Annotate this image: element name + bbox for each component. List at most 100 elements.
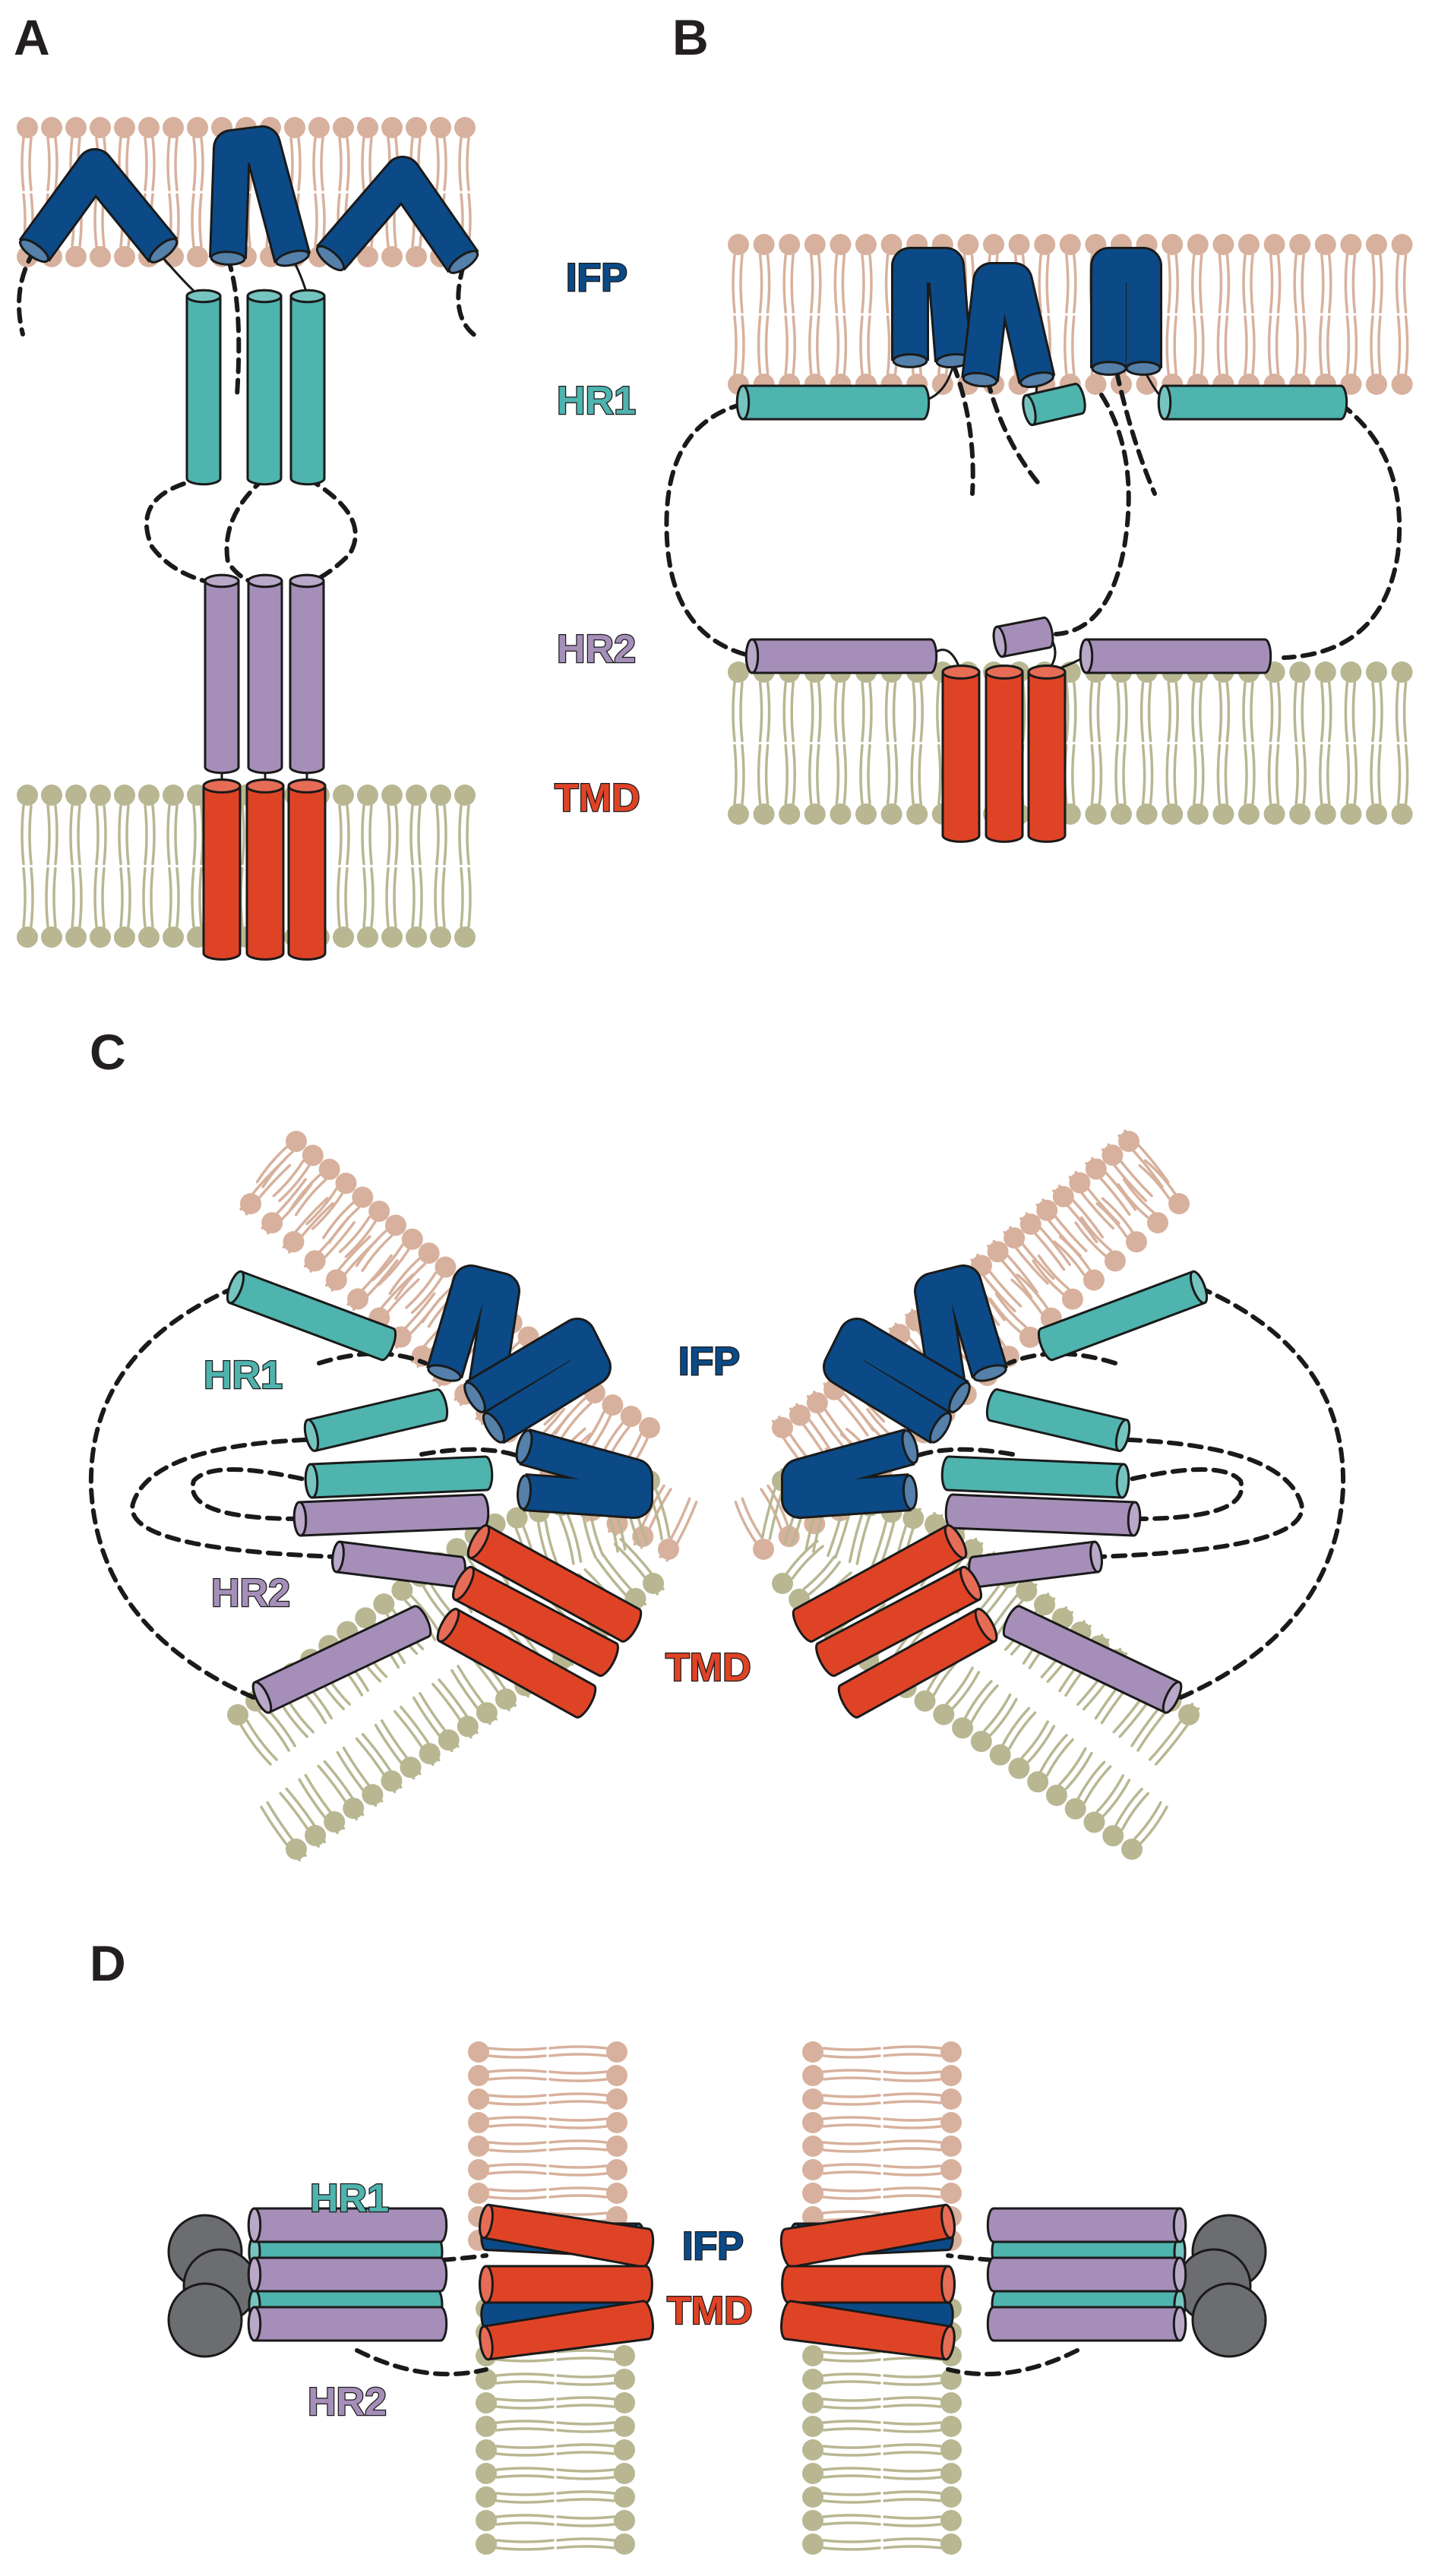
target-membrane-d-right-lipid-tail [822, 2188, 881, 2192]
target-outer-left-c-lipid-head [352, 1186, 374, 1208]
target-membrane-a-lipid-tail [314, 193, 318, 248]
target-membrane-b-lipid-head [1366, 374, 1387, 395]
target-outer-right-c-lipid-head [789, 1404, 811, 1426]
viral-membrane-d-left-lipid-tail [556, 2404, 615, 2408]
target-membrane-a-lipid-head [17, 117, 38, 138]
viral-membrane-d-left-lipid-head [614, 2510, 635, 2531]
target-membrane-a-lipid-head [90, 246, 111, 267]
viral-membrane-d-right-lipid-tail [883, 2490, 942, 2495]
target-membrane-b-lipid-head [728, 234, 749, 255]
target-membrane-b-lipid-tail [1199, 254, 1203, 314]
viral-membrane-b-lipid-tail [784, 743, 789, 805]
hr2-c-r-3 [1002, 1605, 1183, 1714]
target-membrane-b-lipid-tail [835, 315, 840, 375]
viral-membrane-b-lipid-head [728, 803, 749, 825]
viral-outer-left-c-lipid-head [286, 1839, 307, 1860]
target-membrane-a-lipid-head [406, 246, 427, 267]
viral-membrane-b-lipid-tail [1098, 743, 1103, 805]
target-membrane-d-left-lipid-tail [488, 2076, 547, 2081]
viral-inner-left-c-lipid-head [391, 1579, 413, 1601]
panel-label-a: A [14, 9, 50, 65]
target-membrane-b-lipid-tail [842, 315, 848, 375]
viral-membrane-b-lipid-tail [1199, 681, 1203, 743]
viral-membrane-d-left-lipid-head [614, 2463, 635, 2484]
viral-membrane-b-lipid-tail [1089, 681, 1094, 743]
hr1-hr2-inner-b [1054, 393, 1131, 636]
target-inner-right-c-lipid-tail [1010, 1278, 1043, 1315]
viral-membrane-a-lipid-head [430, 784, 451, 806]
viral-membrane-a-lipid-head [90, 784, 111, 806]
viral-outer-right-c-lipid-tail [1133, 1801, 1162, 1840]
target-membrane-b-lipid-tail [859, 315, 864, 375]
viral-membrane-d-right-lipid-tail [883, 2523, 942, 2527]
ifp-tail-b-3 [1114, 370, 1157, 496]
viral-membrane-b-lipid-head [1366, 803, 1387, 825]
viral-inner-right-c-lipid-head [1178, 1704, 1200, 1725]
target-membrane-d-right-lipid-tail [822, 2141, 881, 2145]
target-outer-left-c-lipid-tail [344, 1220, 377, 1258]
loop-c-r-3 [1094, 1437, 1304, 1559]
target-membrane-b-lipid-tail [741, 315, 745, 375]
viral-outer-left-c-lipid-head [476, 1702, 498, 1724]
viral-membrane-b-lipid-head [1289, 661, 1311, 683]
tmd-d-r-2 [781, 2265, 956, 2304]
viral-membrane-a-lipid-tail [409, 804, 414, 866]
hr2-a-1 [204, 573, 240, 775]
viral-outer-left-c-lipid-head [362, 1784, 384, 1806]
target-outer-right-c-lipid-head [806, 1392, 828, 1414]
viral-membrane-b-lipid-tail [867, 743, 871, 805]
target-membrane-a-lipid-tail [466, 137, 470, 191]
target-outer-left-c-lipid-head [435, 1256, 457, 1278]
viral-membrane-b-lipid-tail [739, 681, 744, 743]
viral-outer-right-c-lipid-tail [808, 1561, 841, 1596]
target-outer-left-c-lipid-tail [272, 1160, 305, 1198]
viral-membrane-d-right-lipid-head [802, 2416, 823, 2437]
viral-membrane-a-lipid-tail [69, 804, 74, 866]
globular-domains-left-d [167, 2214, 258, 2358]
viral-membrane-d-right-lipid-head [802, 2486, 823, 2508]
viral-membrane-a-lipid-tail [370, 867, 375, 928]
viral-membrane-d-right-lipid-tail [883, 2545, 942, 2549]
viral-outer-left-c-lipid-head [438, 1729, 460, 1751]
viral-inner-left-c-lipid-tail [239, 1724, 272, 1766]
target-outer-left-c-lipid-head [286, 1131, 307, 1152]
viral-membrane-b-lipid-tail [1173, 743, 1177, 805]
hr2-d-l-3 [247, 2207, 448, 2243]
viral-membrane-d-left-lipid-tail [495, 2539, 555, 2543]
viral-membrane-a-lipid-tail [337, 867, 341, 928]
viral-membrane-a-lipid-head [163, 784, 184, 806]
target-membrane-b-lipid-head [1008, 234, 1030, 255]
viral-membrane-a-lipid-tail [460, 867, 464, 928]
tmd-c-l-3 [436, 1608, 597, 1719]
target-membrane-d-right-lipid-head [940, 2112, 962, 2133]
viral-membrane-b-lipid-tail [808, 743, 813, 805]
viral-membrane-d-left-lipid-tail [495, 2427, 555, 2432]
hr1-c-l-2 [303, 1388, 449, 1453]
target-membrane-d-right-lipid-head [802, 2136, 823, 2157]
viral-inner-right-c-lipid-head [1034, 1594, 1056, 1616]
viral-inner-left-c-lipid-tail [566, 1513, 583, 1563]
viral-outer-left-c-lipid-head [381, 1770, 403, 1792]
target-membrane-d-right-lipid-head [940, 2136, 962, 2157]
viral-inner-left-c-lipid-head [446, 1538, 468, 1560]
target-membrane-d-right-lipid-tail [822, 2069, 881, 2073]
target-membrane-a-lipid-head [114, 246, 135, 267]
target-membrane-b-lipid-tail [1404, 315, 1409, 375]
target-outer-right-c-lipid-head [1004, 1227, 1026, 1249]
viral-membrane-d-left-lipid-tail [495, 2514, 555, 2518]
tmd-d-r-3 [780, 2300, 956, 2361]
viral-membrane-a-lipid-tail [77, 804, 81, 866]
hr2-d-l-1 [247, 2256, 448, 2293]
globule-d-l-3 [167, 2282, 243, 2358]
loop-c-l-1 [88, 1285, 264, 1703]
target-membrane-d-left-lipid-head [468, 2041, 489, 2063]
viral-membrane-b-lipid-head [1391, 803, 1413, 825]
hr2-d-r-2 [986, 2306, 1187, 2342]
viral-membrane-d-right-lipid-tail [822, 2474, 881, 2479]
target-membrane-d-right-lipid-tail [822, 2116, 881, 2120]
viral-membrane-b-lipid-head [1289, 803, 1311, 825]
target-outer-left-c-lipid-head [401, 1228, 423, 1250]
ifp-tail-a-1 [17, 248, 36, 336]
target-inner-left-c-lipid-head [658, 1539, 679, 1560]
viral-membrane-d-right-lipid-tail [822, 2467, 881, 2471]
